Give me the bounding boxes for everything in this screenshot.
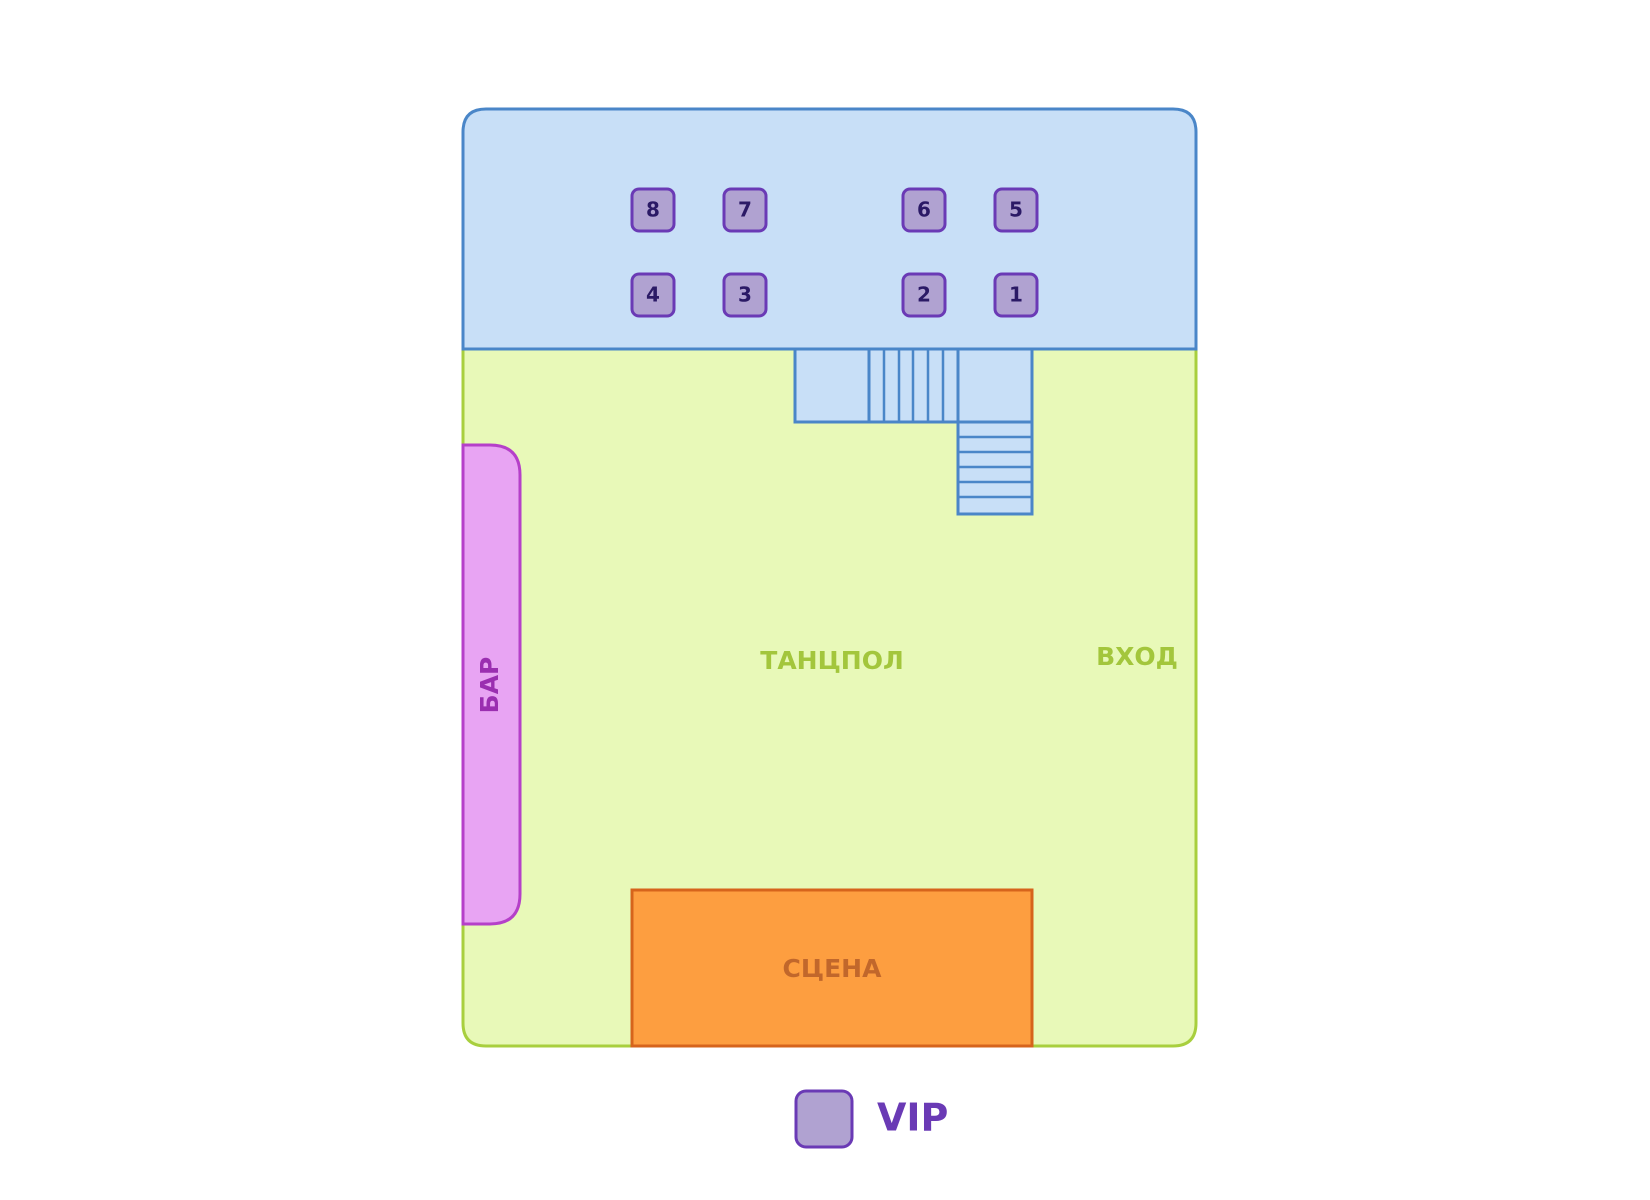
vip-table-number: 6: [917, 198, 931, 222]
vip-table-7[interactable]: 7: [722, 187, 768, 233]
vip-zone[interactable]: [461, 107, 1198, 351]
dancefloor-label: ТАНЦПОЛ: [760, 646, 903, 675]
legend: VIP: [794, 1089, 948, 1149]
legend-vip-label: VIP: [877, 1096, 948, 1140]
vip-table-box[interactable]: [993, 272, 1039, 318]
dancefloor-zone[interactable]: [461, 347, 1198, 1048]
bar-label: БАР: [475, 657, 504, 714]
bar-zone[interactable]: [461, 443, 522, 926]
vip-table-box[interactable]: [901, 187, 947, 233]
vip-table-box[interactable]: [630, 187, 676, 233]
vip-table-8[interactable]: 8: [630, 187, 676, 233]
stage-label: СЦЕНА: [783, 954, 883, 983]
stair-steps: [882, 349, 1032, 499]
vip-table-box[interactable]: [993, 187, 1039, 233]
vip-table-number: 3: [738, 283, 752, 307]
vip-table-number: 2: [917, 283, 931, 307]
vip-table-6[interactable]: 6: [901, 187, 947, 233]
vip-table-2[interactable]: 2: [901, 272, 947, 318]
vip-table-4[interactable]: 4: [630, 272, 676, 318]
vip-table-3[interactable]: 3: [722, 272, 768, 318]
vip-table-number: 8: [646, 198, 660, 222]
vip-table-number: 4: [646, 283, 660, 307]
vip-table-box[interactable]: [630, 272, 676, 318]
entrance-label: ВХОД: [1096, 642, 1178, 671]
vip-table-box[interactable]: [722, 187, 768, 233]
staircase: [793, 347, 1034, 516]
stage-zone[interactable]: [630, 888, 1034, 1048]
vip-table-box[interactable]: [901, 272, 947, 318]
legend-vip-swatch: [794, 1089, 854, 1149]
vip-table-1[interactable]: 1: [993, 272, 1039, 318]
vip-table-number: 5: [1009, 198, 1023, 222]
vip-table-box[interactable]: [722, 272, 768, 318]
vip-table-5[interactable]: 5: [993, 187, 1039, 233]
vip-table-number: 7: [738, 198, 752, 222]
vip-table-number: 1: [1009, 283, 1023, 307]
stair-landing-left: [793, 347, 871, 424]
vip-tables: 8 7 6 5 4 3 2 1: [630, 187, 1039, 318]
stair-landing-right: [956, 347, 1034, 424]
